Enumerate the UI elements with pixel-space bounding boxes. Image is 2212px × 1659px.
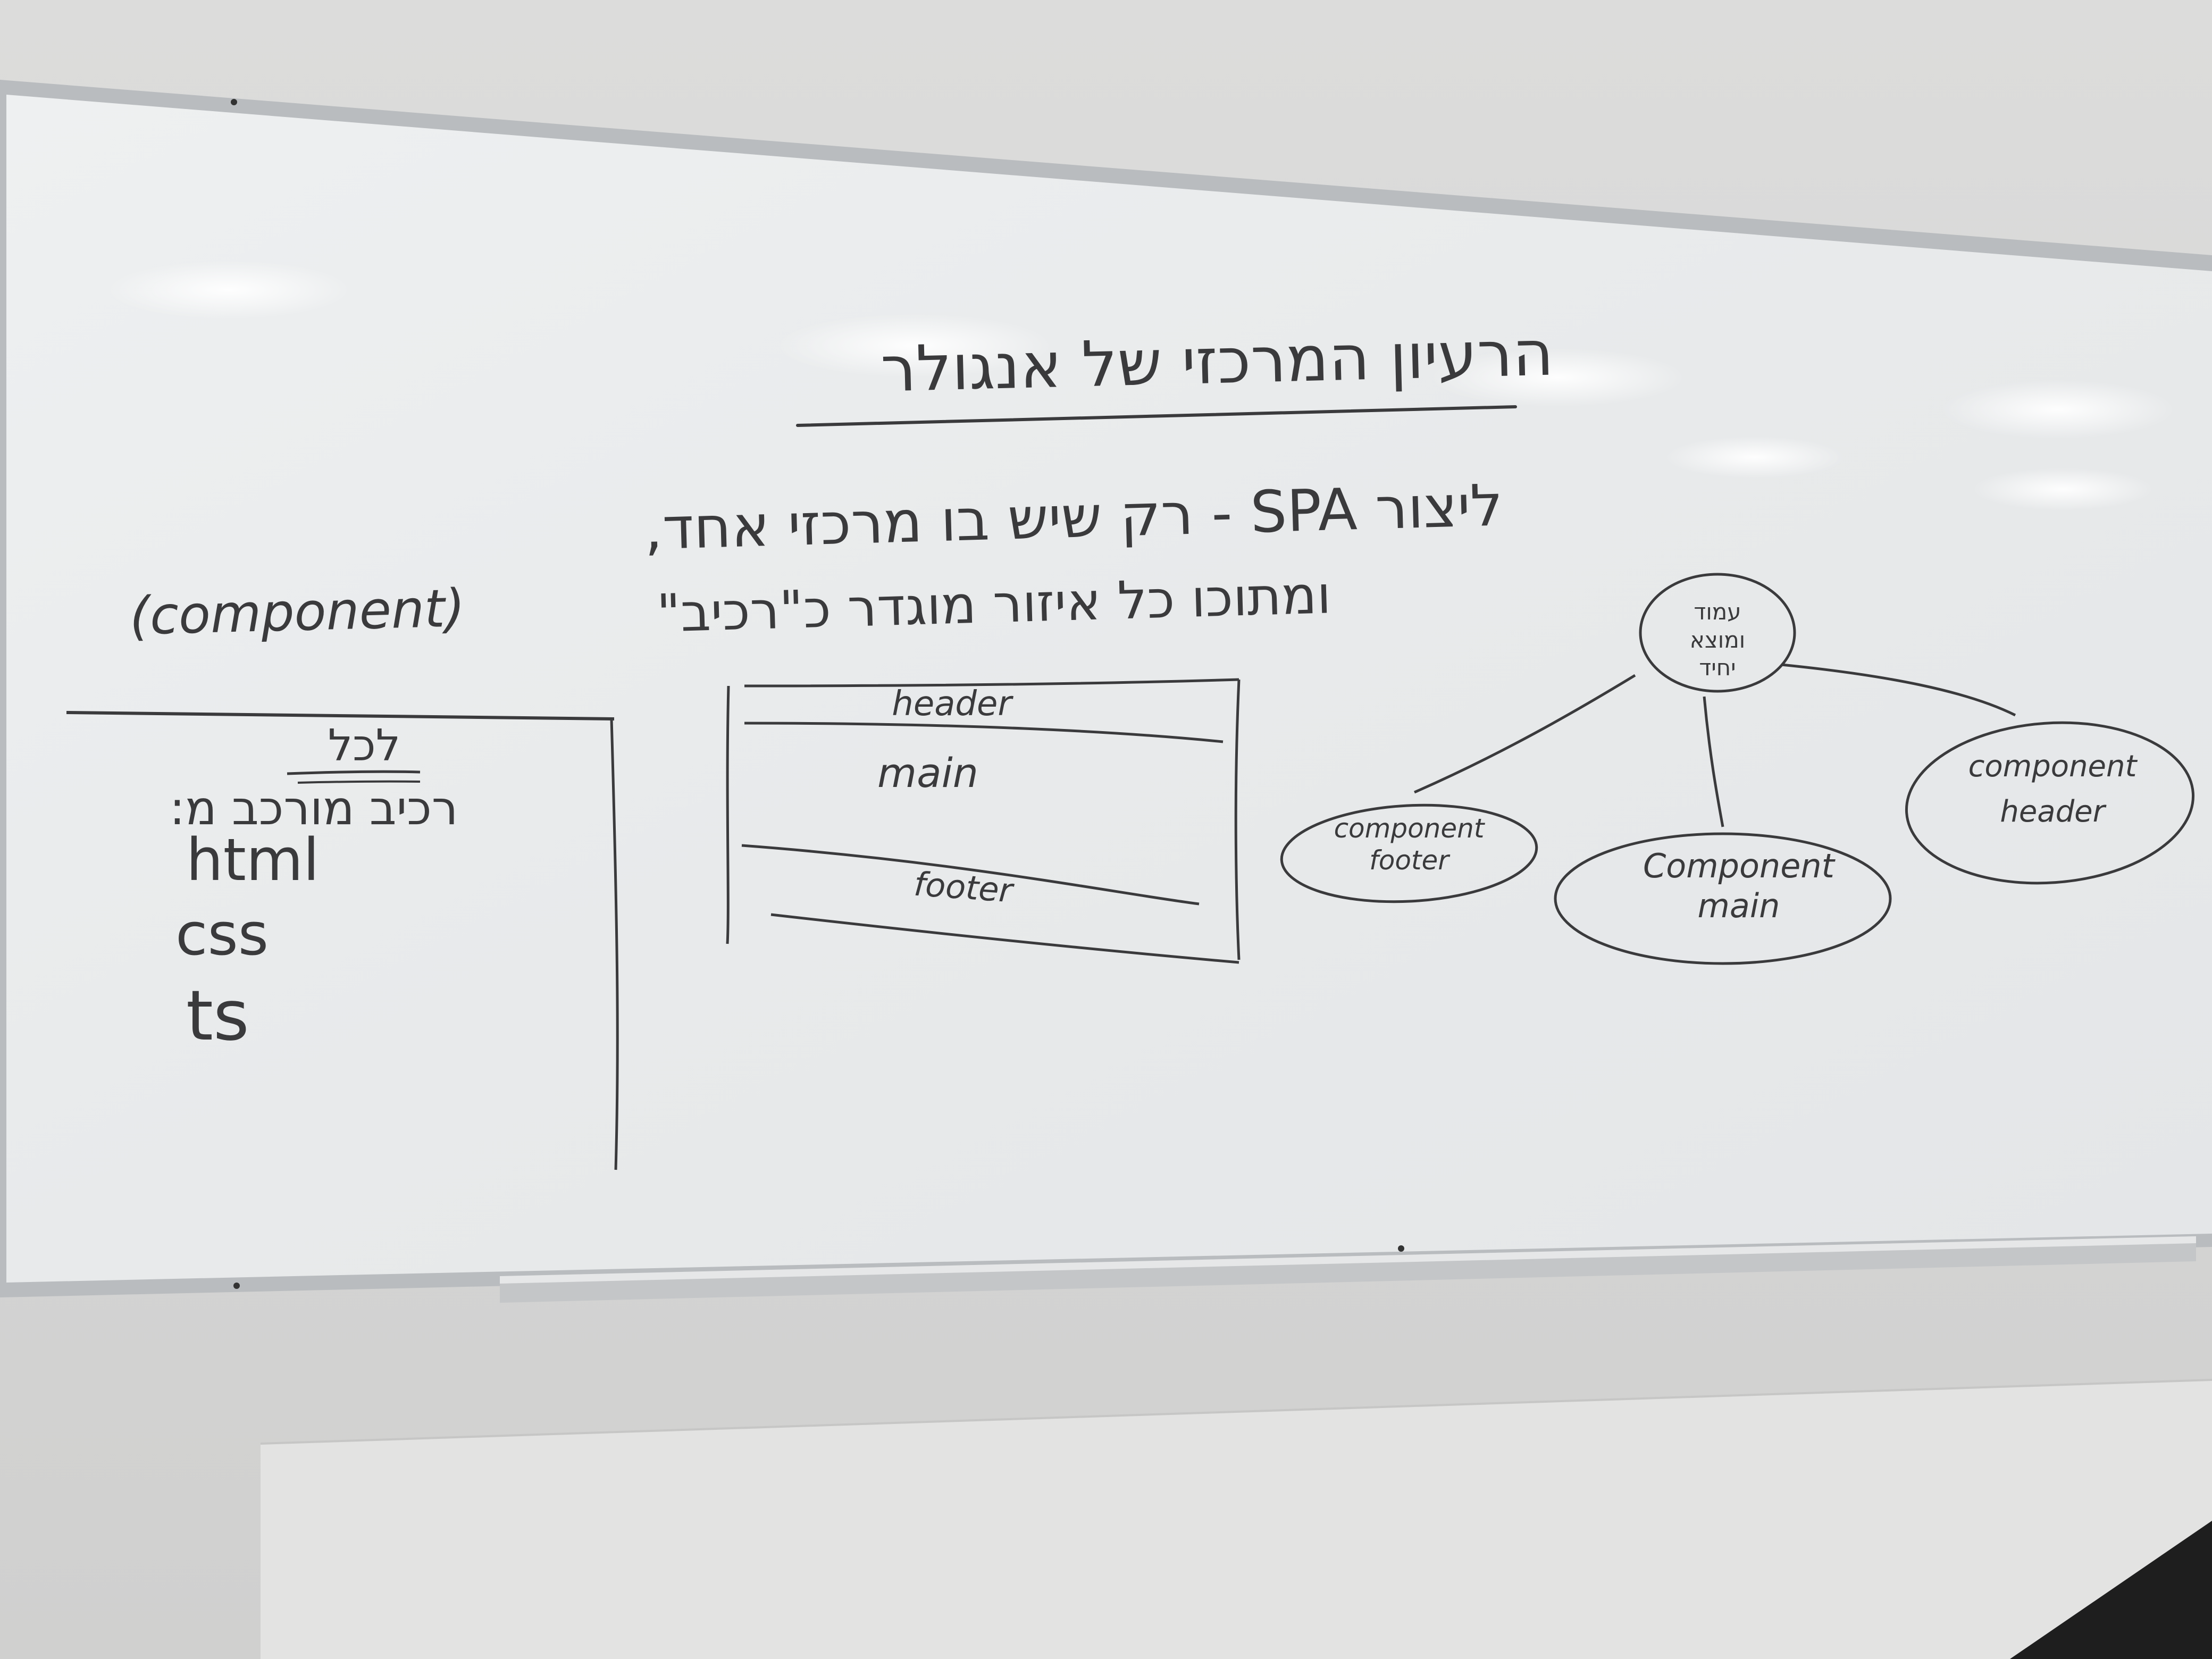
intro-term: (component) [129,578,465,647]
board-title: הרעיון המרכזי של אנגולר [880,316,1555,406]
tree-node-footer-line-1: component [1334,813,1486,844]
left-box-item-css: css [175,900,269,968]
layout-footer-label: footer [912,865,1016,910]
tree-root-line-3: יחיד [1699,655,1736,681]
layout-main-label: main [877,749,978,797]
tree-root-node [1639,573,1796,693]
tree-node-main-line-2: main [1698,886,1780,925]
page-layout-sketch: header main footer [726,678,1241,964]
tree-node-header-line-2: header [2000,794,2106,829]
whiteboard-surface [6,95,2212,1283]
tree-node-header-line-1: component [1968,749,2138,784]
tree-root-line-2: ומוצא [1690,627,1745,653]
component-tree: עמוד ומוצא יחיד component footer Compone… [1280,573,2195,965]
tree-node-main-line-1: Component [1643,847,1836,885]
tree-node-footer [1280,803,1538,903]
title-group: הרעיון המרכזי של אנגולר [796,316,1555,427]
frame-screw-3 [1398,1245,1404,1252]
left-box-heading: לכל [328,720,401,771]
layout-header-label: header [892,684,1013,724]
frame-screw-2 [233,1283,240,1289]
tree-root-line-1: עמוד [1694,599,1741,625]
left-box-item-ts: ts [186,975,249,1056]
title-underline [796,405,1517,427]
light-glares [106,261,2175,510]
left-box-line: רכיב מורכב מ: [170,781,458,835]
marker-tray-lip [500,1236,2196,1284]
frame-screw-1 [231,99,237,105]
left-box: לכל רכיב מורכב מ: html css ts [66,711,619,1170]
tree-node-header [1905,721,2195,885]
left-box-item-html: html [186,826,320,894]
lower-wall-panel [261,1380,2212,1659]
floor-corner-shadow [2010,1521,2212,1659]
tree-node-main [1554,832,1892,965]
tree-node-footer-line-2: footer [1369,845,1451,876]
